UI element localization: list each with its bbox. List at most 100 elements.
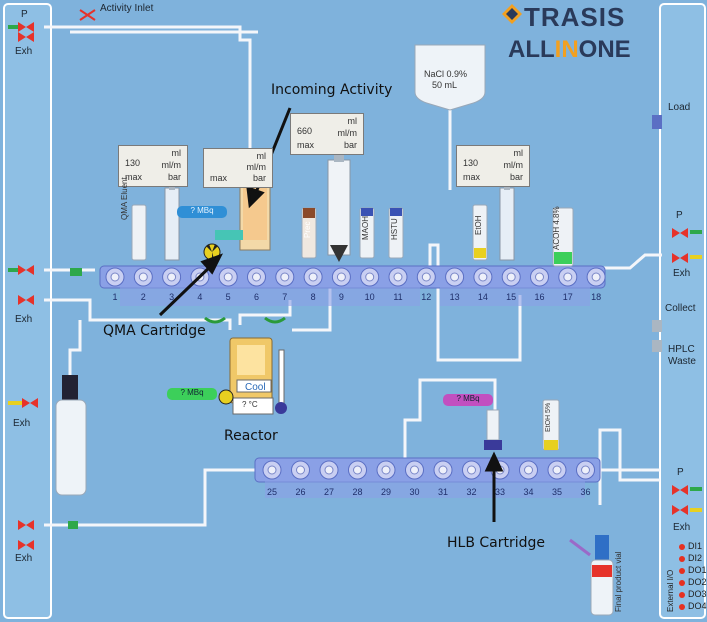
syringe-meter-3[interactable]: 660 max ml ml/m bar [290,113,364,155]
manifold-valve-center-14 [478,272,488,282]
hlb-cartridge [484,409,502,450]
io-item-label: DI2 [688,553,703,563]
final-product-vial-label: Final product vial [614,551,623,612]
port-number-12: 12 [421,292,432,302]
bottom-valve-group [262,460,595,480]
right-valve-p2-label: P [677,467,684,478]
left-exh-1: Exh [15,46,33,57]
logo-in: IN [554,36,579,63]
top-valve-group [105,267,606,287]
meter-unit-mlm: ml/m [246,162,267,172]
port-number-10: 10 [364,292,375,302]
left-exh-2: Exh [15,314,33,325]
right-exh-1: Exh [673,268,691,279]
logo-allinone: ALLINONE [508,36,631,64]
meter-unit-ml: ml [513,148,524,158]
port-number-26: 26 [295,487,306,497]
manifold-valve-center-35 [552,465,562,475]
io-item-label: DO1 [688,565,707,575]
meter-unit-bar: bar [252,173,266,183]
io-status-dot-icon [679,567,685,574]
manifold-valve-center-6 [252,272,261,282]
manifold-valve-center-10 [365,272,375,282]
left-valve-p-label: P [21,9,28,20]
port-number-32: 32 [466,487,477,497]
port-number-17: 17 [562,292,573,302]
right-valve-panel [659,3,706,619]
meter-value: 130 [463,158,479,168]
reagent-label-prec: Prec [303,221,312,238]
syringe-meter-1[interactable]: 130 max ml ml/m bar [118,145,188,187]
reagent-label-etoh: EtOH [474,215,483,235]
io-item-do3[interactable]: DO3 [679,589,707,599]
right-hplc-label: HPLC Waste [668,344,696,367]
io-status-dot-icon [679,543,685,550]
io-item-do2[interactable]: DO2 [679,577,707,587]
right-valves [652,115,702,515]
syringe-meter-4[interactable]: 130 max ml ml/m bar [456,145,530,187]
activity-inlet-label: Activity Inlet [100,3,154,14]
saline-bag-label-2: 50 mL [432,80,458,90]
manifold-valve-center-8 [308,272,318,282]
manifold-valve-center-30 [410,465,419,475]
port-number-18: 18 [591,292,602,302]
right-load-label: Load [668,102,691,113]
annotation-arrows [158,107,504,522]
saline-bag [414,44,486,111]
final-product-vial [569,535,614,616]
left-exh-3: Exh [13,418,31,429]
saline-bag-label-1: NaCl 0.9% [424,69,468,79]
right-valve-p-label: P [676,210,683,221]
meter-max-label: max [210,173,228,183]
meter-unit-mlm: ml/m [161,160,182,170]
right-exh-2: Exh [673,522,691,533]
io-status-dot-icon [679,555,685,562]
syringe-meter-2[interactable]: max ml ml/m bar [203,148,273,188]
io-item-do1[interactable]: DO1 [679,565,707,575]
activity-badge-hlb: ? MBq [443,394,493,406]
io-item-label: DO4 [688,601,707,611]
io-item-label: DO2 [688,577,707,587]
port-number-34: 34 [523,487,534,497]
right-collect-label: Collect [665,303,696,314]
logo-trasis: TRASIS [524,2,626,32]
port-number-5: 5 [225,292,231,302]
port-number-15: 15 [506,292,517,302]
port-number-8: 8 [310,292,316,302]
meter-unit-ml: ml [171,148,182,158]
port-number-30: 30 [409,487,420,497]
io-item-label: DO3 [688,589,707,599]
annotation-incoming-activity: Incoming Activity [271,82,393,98]
port-number-35: 35 [551,487,562,497]
syringe-3 [327,150,351,262]
reactor-cool-label[interactable]: Cool [245,382,266,393]
meter-unit-ml: ml [256,151,267,161]
port-number-33: 33 [494,487,505,497]
manifold-valve-center-36 [581,465,590,475]
port-number-1: 1 [112,292,118,302]
reagent-label-acoh: ACOH 4.8% [552,206,561,250]
io-item-di2[interactable]: DI2 [679,553,702,563]
manifold-valve-center-28 [353,465,362,475]
port-number-16: 16 [534,292,545,302]
activity-badge-reactor: ? MBq [167,388,217,400]
reagent-label-maoh: MAOH [361,216,370,240]
left-valves [8,9,96,550]
meter-unit-bar: bar [167,172,181,182]
port-number-11: 11 [393,292,403,302]
meter-value: 130 [125,158,141,168]
io-status-dot-icon [679,603,685,610]
io-item-di1[interactable]: DI1 [679,541,702,551]
io-item-label: DI1 [688,541,703,551]
io-status-dot-icon [679,591,685,598]
manifold-valve-center-11 [393,272,403,282]
meter-max-label: max [125,172,143,182]
port-number-29: 29 [380,487,391,497]
qma-cartridge [203,230,243,261]
port-number-13: 13 [449,292,460,302]
io-item-do4[interactable]: DO4 [679,601,707,611]
meter-max-label: max [463,172,481,182]
manifold-valve-center-15 [506,272,516,282]
